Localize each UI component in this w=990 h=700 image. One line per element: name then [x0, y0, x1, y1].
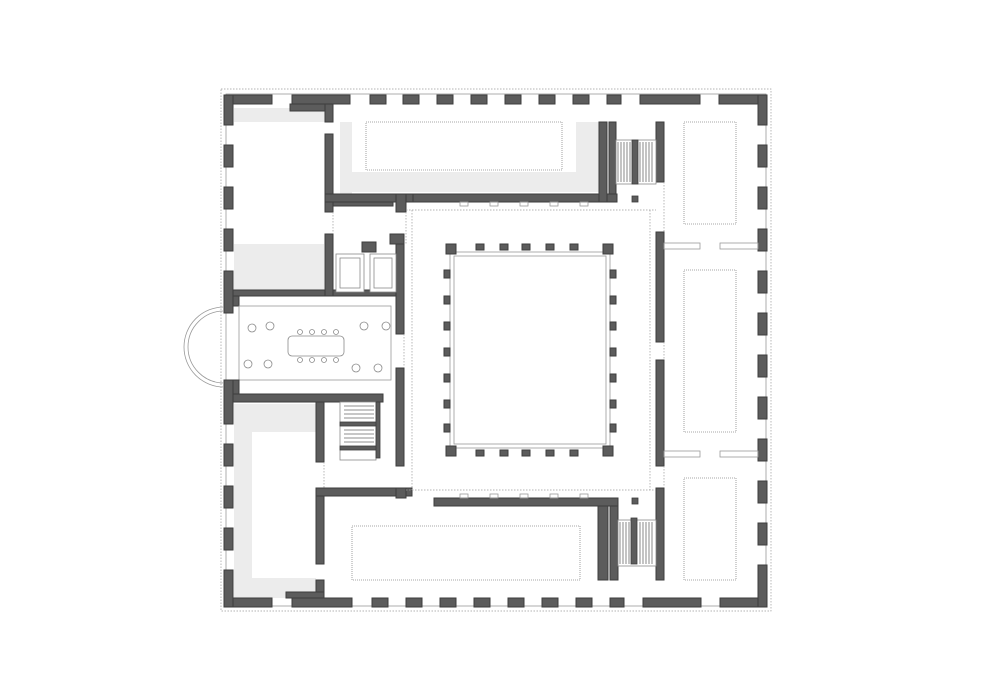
display-table — [365, 121, 563, 171]
west-wall — [223, 94, 234, 608]
chair — [243, 321, 391, 373]
north-wall — [223, 94, 768, 105]
staircase — [617, 497, 657, 567]
courtyard-column — [443, 243, 617, 457]
meeting-table — [287, 335, 345, 357]
meeting-room — [238, 305, 392, 381]
display-table — [683, 477, 737, 581]
gallery-room-north — [365, 121, 618, 203]
apse — [183, 306, 225, 388]
gallery-room-south — [351, 497, 619, 581]
east-wall — [757, 94, 768, 608]
courtyard — [443, 243, 617, 457]
display-table — [683, 121, 737, 225]
interior-walls-northwest — [232, 103, 414, 335]
elevator — [335, 253, 397, 293]
staircase — [615, 139, 657, 203]
display-table — [351, 525, 581, 581]
display-table — [683, 269, 737, 433]
interior-walls-east — [655, 121, 759, 581]
south-wall — [223, 597, 768, 608]
corridor-markers — [406, 201, 656, 499]
building-outline-inner — [225, 93, 767, 607]
building-outline — [220, 88, 772, 612]
shaded-areas — [234, 108, 600, 598]
door-openings — [323, 182, 665, 488]
interior-walls-southwest — [232, 367, 413, 599]
staircase — [339, 401, 381, 461]
